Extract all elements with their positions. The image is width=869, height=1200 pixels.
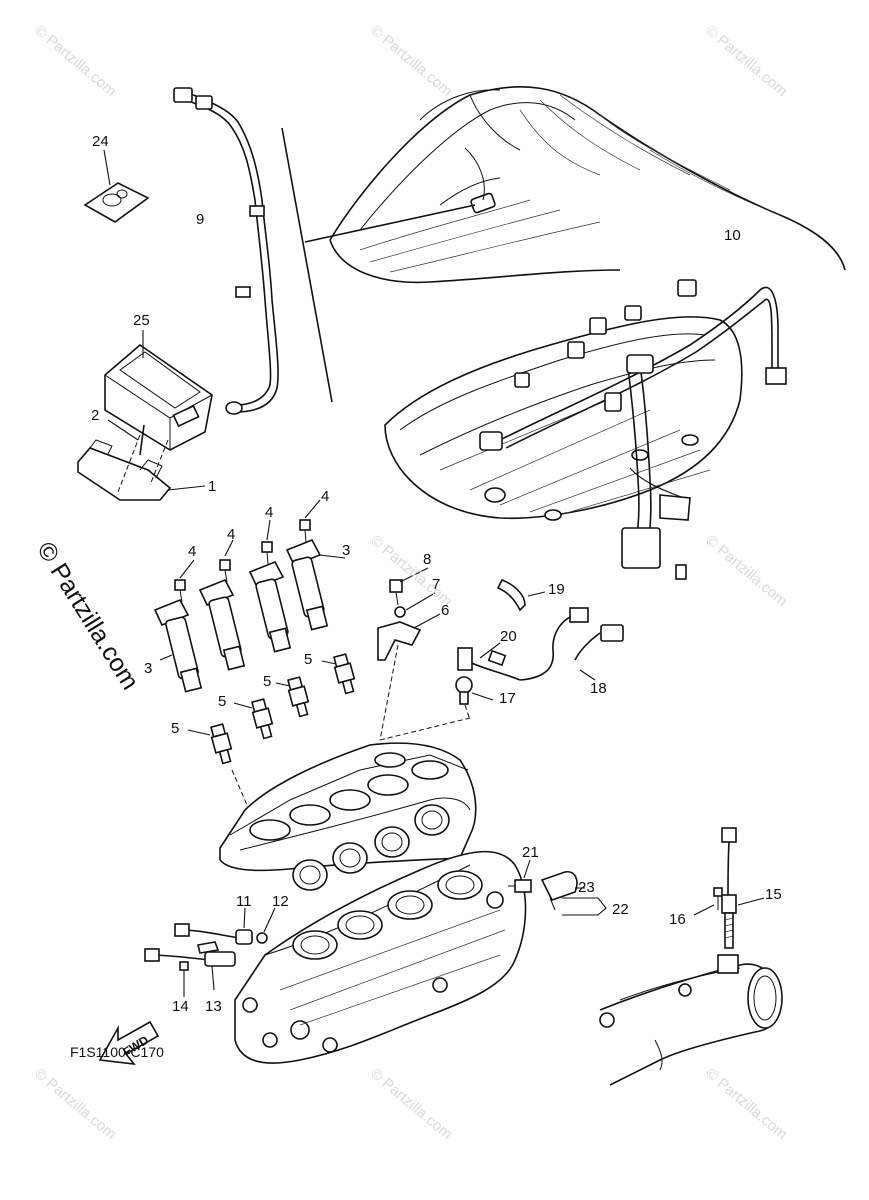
callout-4: 4 (188, 543, 197, 560)
sensor-harness-17-20 (379, 578, 624, 741)
callout-5: 5 (263, 673, 272, 690)
callout-9: 9 (196, 211, 205, 228)
callout-2: 2 (91, 407, 100, 424)
fwd-arrow (98, 1020, 160, 1066)
callout-5: 5 (171, 720, 180, 737)
sensor-15-16 (693, 827, 765, 949)
callout-23: 23 (578, 879, 595, 896)
callout-1: 1 (208, 478, 217, 495)
callout-21: 21 (522, 844, 539, 861)
callout-8: 8 (423, 551, 432, 568)
callout-17: 17 (499, 690, 516, 707)
callout-3: 3 (144, 660, 153, 677)
bracket-1 (77, 419, 206, 501)
cylinder-block (234, 850, 527, 1064)
ignition-coils-3 (153, 538, 346, 693)
callout-13: 13 (205, 998, 222, 1015)
callout-15: 15 (765, 886, 782, 903)
cylinder-head (219, 742, 477, 891)
wire-harness-10 (479, 279, 787, 580)
callout-14: 14 (172, 998, 189, 1015)
callout-19: 19 (548, 581, 565, 598)
callout-6: 6 (441, 602, 450, 619)
callout-24: 24 (92, 133, 109, 150)
diagram-code: F1S1100-C170 (70, 1044, 164, 1060)
callout-11: 11 (236, 893, 252, 910)
callout-22: 22 (612, 901, 629, 918)
callout-18: 18 (590, 680, 607, 697)
callout-4: 4 (227, 526, 236, 543)
watercraft-hull (304, 86, 846, 284)
callout-16: 16 (669, 911, 686, 928)
divider-line (281, 127, 333, 403)
callout-25: 25 (133, 312, 150, 329)
callout-5: 5 (218, 693, 227, 710)
intake-pipe (599, 954, 783, 1086)
sensors-11-14 (144, 907, 276, 997)
callout-5: 5 (304, 651, 313, 668)
callout-20: 20 (500, 628, 517, 645)
engine-cover (384, 316, 743, 521)
sensor-bracket-6-7-8 (377, 567, 441, 741)
spark-plugs-5 (187, 653, 356, 841)
remote-key-24 (83, 149, 150, 223)
bolts-4 (174, 499, 321, 603)
wire-lead-9 (173, 87, 279, 415)
callout-4: 4 (321, 488, 330, 505)
callout-7: 7 (432, 576, 441, 593)
control-unit-25 (104, 330, 213, 451)
sensors-21-23 (508, 859, 607, 916)
callout-3: 3 (342, 542, 351, 559)
callout-4: 4 (265, 504, 274, 521)
callout-10: 10 (724, 227, 741, 244)
callout-12: 12 (272, 893, 289, 910)
